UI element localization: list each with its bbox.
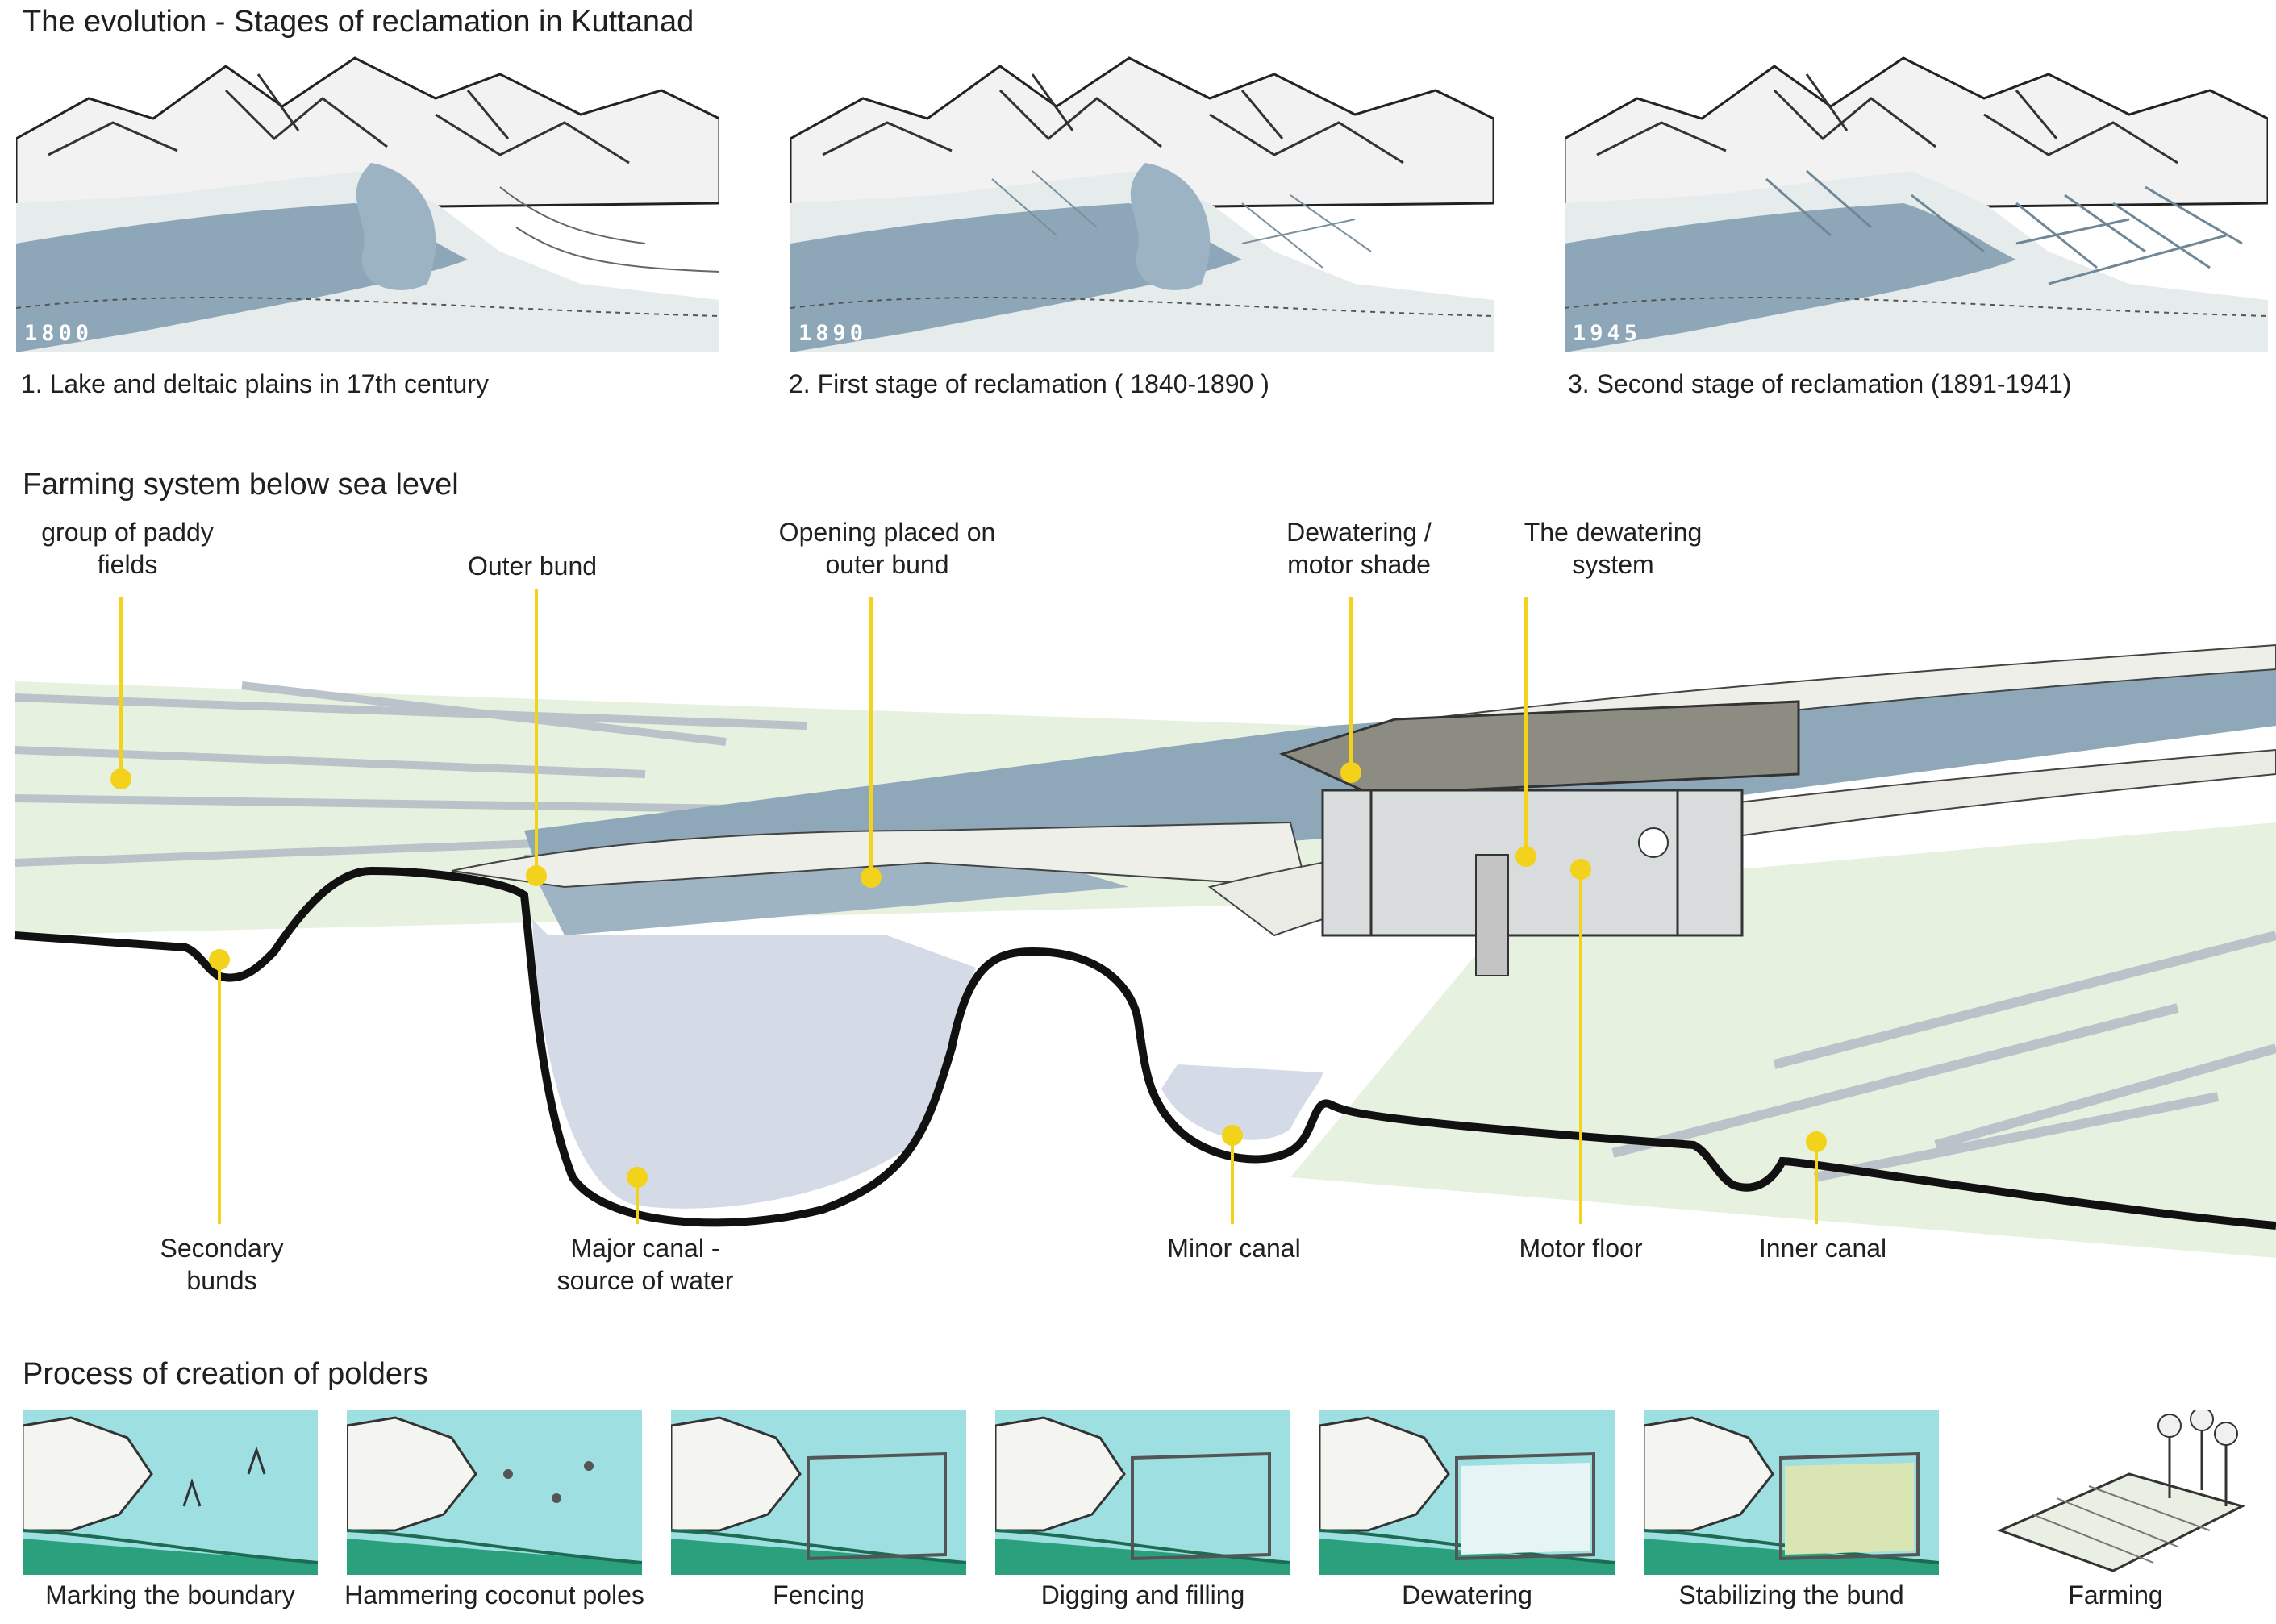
polder-step-label: Marking the boundary — [45, 1580, 295, 1609]
polder-step-label: Fencing — [773, 1580, 865, 1609]
polder-step-label: Dewatering — [1402, 1580, 1532, 1609]
polder-step-label: Stabilizing the bund — [1678, 1580, 1904, 1609]
polder-step-illustration — [1644, 1410, 1939, 1575]
label-motor-floor: Motor floor — [1519, 1234, 1643, 1263]
stage-1800-sketch: 1800 — [16, 42, 719, 352]
polder-step-illustration — [671, 1410, 966, 1575]
farming-title: Farming system below sea level — [23, 468, 459, 502]
polders-title: Process of creation of polders — [23, 1357, 428, 1391]
polder-step-illustration — [1968, 1410, 2263, 1575]
farming-cross-section-diagram: group of paddy fields Outer bund Opening… — [0, 484, 2276, 1318]
label-minor-canal: Minor canal — [1167, 1234, 1301, 1263]
stage-2-caption: 2. First stage of reclamation ( 1840-189… — [789, 369, 1269, 398]
label-secondary-bunds: Secondary bunds — [160, 1234, 284, 1295]
stage-3-caption: 3. Second stage of reclamation (1891-194… — [1568, 369, 2072, 398]
stage-1-caption: 1. Lake and deltaic plains in 17th centu… — [21, 369, 489, 398]
label-dewatering-system: The dewatering system — [1524, 518, 1703, 579]
polder-step-illustration — [995, 1410, 1290, 1575]
polder-step-label: Digging and filling — [1040, 1580, 1245, 1609]
label-outer-bund: Outer bund — [467, 552, 598, 581]
label-inner-canal: Inner canal — [1758, 1234, 1887, 1263]
label-major-canal: Major canal - source of water — [556, 1234, 734, 1295]
label-motor-shade: Dewatering / motor shade — [1286, 518, 1432, 579]
stage-year-label: 1945 — [1573, 321, 1642, 346]
stage-year-label: 1800 — [24, 321, 94, 346]
stage-1890-sketch: 1890 — [790, 42, 1494, 352]
stage-1945-sketch: 1945 — [1565, 42, 2268, 352]
label-paddy-fields: group of paddy fields — [41, 518, 214, 579]
stage-year-label: 1890 — [798, 321, 868, 346]
polder-step-illustration — [347, 1410, 642, 1575]
label-opening-outer-bund: Opening placed on outer bund — [778, 518, 996, 579]
evolution-title: The evolution - Stages of reclamation in… — [23, 5, 694, 39]
polder-step-illustration — [23, 1410, 318, 1575]
polder-step-label: Farming — [2068, 1580, 2163, 1609]
polder-step-illustration — [1319, 1410, 1615, 1575]
polder-step-label: Hammering coconut poles — [344, 1580, 644, 1609]
